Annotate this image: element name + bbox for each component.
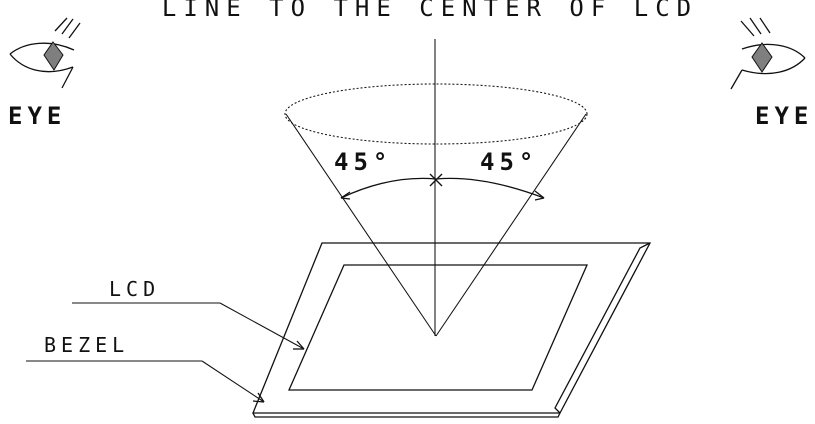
bezel-label: BEZEL bbox=[44, 333, 129, 357]
left-eye-label: EYE bbox=[8, 102, 66, 130]
right-eye-icon bbox=[730, 17, 806, 90]
left-eye-icon bbox=[9, 17, 81, 89]
left-angle-label: 45° bbox=[334, 148, 392, 176]
bezel-frame bbox=[252, 242, 652, 418]
right-angle-label: 45° bbox=[480, 148, 538, 176]
lcd-label: LCD bbox=[109, 277, 160, 301]
lcd-leader-line bbox=[72, 302, 305, 350]
right-eye-label: EYE bbox=[755, 102, 813, 130]
lcd-panel bbox=[288, 264, 588, 391]
bezel-leader-line bbox=[26, 360, 265, 403]
diagram-title: LINE TO THE CENTER OF LCD bbox=[162, 0, 698, 22]
viewing-cone bbox=[284, 39, 588, 337]
